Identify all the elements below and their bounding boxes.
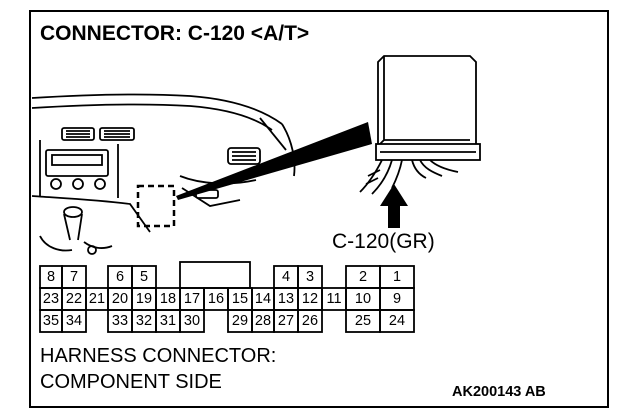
pin-label: 25	[355, 313, 371, 329]
diagram-frame	[29, 10, 609, 408]
pin-label: 1	[393, 269, 401, 285]
pin-label: 27	[278, 313, 294, 329]
pin-label: 6	[116, 269, 124, 285]
pin-label: 29	[232, 313, 248, 329]
pin-label: 21	[89, 291, 105, 307]
pin-label: 34	[66, 313, 82, 329]
zoom-wedge	[176, 122, 372, 200]
pin-label: 20	[112, 291, 128, 307]
location-marker	[136, 184, 176, 228]
pin-label: 13	[278, 291, 294, 307]
pin-label: 19	[136, 291, 152, 307]
pin-label: 7	[70, 269, 78, 285]
connector-view-label-line2: COMPONENT SIDE	[40, 371, 222, 393]
pin-label: 15	[232, 291, 248, 307]
pin-label: 32	[136, 313, 152, 329]
pin-label: 3	[306, 269, 314, 285]
pin-label: 28	[255, 313, 271, 329]
dashboard-illustration	[31, 93, 296, 255]
pin-label: 10	[355, 291, 371, 307]
pin-label: 8	[47, 269, 55, 285]
connector-view-label-line1: HARNESS CONNECTOR:	[40, 345, 276, 367]
pin-cell	[179, 309, 205, 333]
pin-label: 5	[140, 269, 148, 285]
pin-label: 24	[389, 313, 405, 329]
pin-label: 31	[160, 313, 176, 329]
pin-label: 23	[43, 291, 59, 307]
pin-label: 14	[255, 291, 271, 307]
pin-label: 33	[112, 313, 128, 329]
pin-label: 12	[302, 291, 318, 307]
pin-label: 11	[326, 291, 341, 307]
pointer-arrow-icon	[380, 184, 408, 228]
diagram-title: CONNECTOR: C-120 <A/T>	[40, 22, 309, 45]
pin-label: 17	[184, 291, 200, 307]
pin-cell	[297, 309, 323, 333]
pin-label: 16	[208, 291, 224, 307]
pin-label: 9	[393, 291, 401, 307]
pin-cell	[61, 309, 87, 333]
pin-cell	[379, 309, 415, 333]
pin-label: 18	[160, 291, 176, 307]
pin-label: 4	[282, 269, 290, 285]
pin-label: 35	[43, 313, 59, 329]
pin-label: 30	[184, 313, 200, 329]
pin-label: 26	[302, 313, 318, 329]
pin-label: 2	[359, 269, 367, 285]
figure-code: AK200143 AB	[452, 384, 546, 400]
connector-key	[179, 261, 251, 289]
connector-callout-label: C-120(GR)	[332, 230, 435, 253]
pin-label: 22	[66, 291, 82, 307]
ecu-module-illustration	[359, 55, 481, 195]
